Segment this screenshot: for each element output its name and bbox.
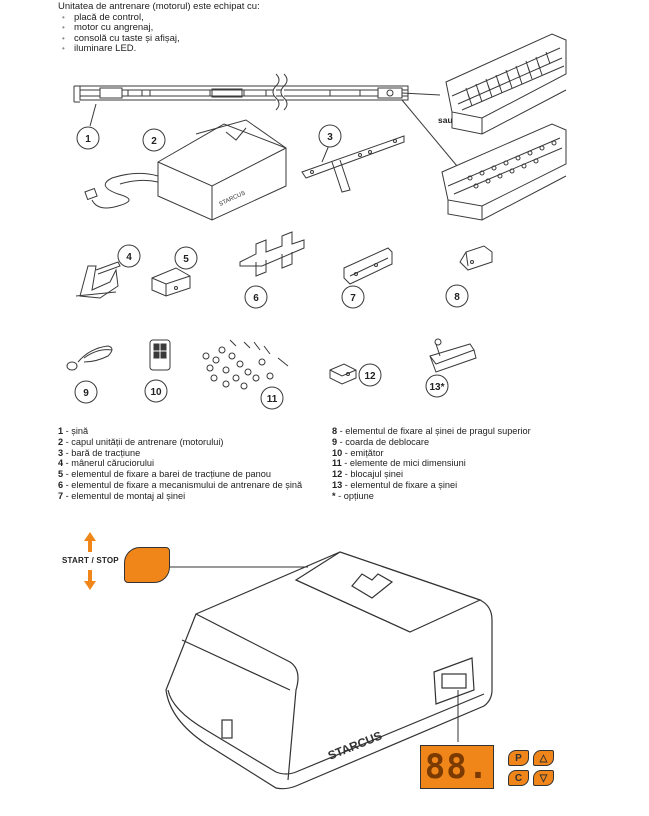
legend-item: 9 - coarda de deblocare <box>332 436 430 447</box>
down-arrow-shaft <box>88 570 92 582</box>
part-callout-11: 11 <box>260 386 284 410</box>
intro-item: iluminare LED. <box>62 44 260 55</box>
sau-label: sau <box>438 115 453 125</box>
carriage-handle <box>75 261 121 299</box>
part-callout-8: 8 <box>445 284 469 308</box>
part-callout-1: 1 <box>76 126 100 150</box>
key-p-label: P <box>515 752 522 764</box>
part-callout-9: 9 <box>74 380 98 404</box>
intro-text: Unitatea de antrenare (motorul) este ech… <box>58 1 260 55</box>
svg-text:12: 12 <box>364 371 376 382</box>
key-c-label: C <box>514 772 523 784</box>
legend-item: 3 - bară de tracțiune <box>58 447 141 458</box>
up-arrow-icon <box>84 532 96 541</box>
legend-item: 2 - capul unității de antrenare (motorul… <box>58 436 224 447</box>
svg-text:6: 6 <box>253 293 259 304</box>
svg-text:2: 2 <box>151 136 157 147</box>
motor-head-large: STARCUS <box>165 551 493 790</box>
start-stop-label: START / STOP <box>62 556 119 565</box>
panel-bracket <box>151 267 191 297</box>
part-callout-6: 6 <box>244 285 268 309</box>
svg-text:8: 8 <box>454 292 460 303</box>
legend-item: 7 - elementul de montaj al șinei <box>58 490 186 501</box>
key-p[interactable]: P <box>508 750 529 766</box>
rail-detail-belt <box>441 123 567 221</box>
up-triangle-icon: △ <box>539 752 548 764</box>
key-up[interactable]: △ <box>533 750 554 766</box>
rail-mount <box>343 247 393 285</box>
part-callout-2: 2 <box>142 128 166 152</box>
svg-text:13*: 13* <box>429 382 444 393</box>
legend-item: 4 - mânerul căruciorului <box>58 458 155 469</box>
svg-text:5: 5 <box>183 254 189 265</box>
legend-item: 8 - elementul de fixare al șinei de prag… <box>332 426 531 436</box>
part-callout-3: 3 <box>318 124 342 148</box>
part-callout-4: 4 <box>117 244 141 268</box>
release-cord <box>66 345 113 371</box>
legend-item: 13 - elementul de fixare a șinei <box>332 479 458 490</box>
key-down[interactable]: ▽ <box>533 770 554 786</box>
intro-item: placă de control, <box>62 12 260 24</box>
legend-right: 8 - elementul de fixare al șinei de prag… <box>332 426 531 502</box>
svg-text:9: 9 <box>83 388 89 399</box>
intro-list: placă de control, motor cu angrenaj, con… <box>58 12 260 55</box>
display-digits: 88. <box>424 747 490 787</box>
part-callout-5: 5 <box>174 246 198 270</box>
led-display: 88. <box>420 745 494 789</box>
legend-item: 12 - blocajul șinei <box>332 469 404 480</box>
rail-fixing <box>429 338 477 373</box>
legend-item: 10 - emițător <box>332 447 384 458</box>
down-arrow-icon <box>84 581 96 590</box>
legend-left: 1 - șină 2 - capul unității de antrenare… <box>58 426 302 502</box>
part-callout-13: 13* <box>425 374 449 398</box>
key-c[interactable]: C <box>508 770 529 786</box>
svg-text:10: 10 <box>150 387 162 398</box>
intro-heading: Unitatea de antrenare (motorul) este ech… <box>58 1 260 12</box>
svg-text:7: 7 <box>350 293 356 304</box>
remote-transmitter <box>149 339 171 371</box>
motor-head-small: STARCUS <box>84 119 287 221</box>
part-callout-12: 12 <box>358 363 382 387</box>
small-hardware <box>202 339 289 390</box>
start-stop-button[interactable] <box>124 547 170 583</box>
svg-text:3: 3 <box>327 132 333 143</box>
rail-detail-chain <box>445 33 567 135</box>
intro-item: motor cu angrenaj, <box>62 23 260 34</box>
rail-lock <box>329 363 357 385</box>
part-callout-10: 10 <box>144 379 168 403</box>
part-callout-7: 7 <box>341 285 365 309</box>
traction-bar <box>301 135 405 193</box>
legend-item: 5 - elementul de fixare a barei de tracț… <box>58 469 271 480</box>
svg-text:4: 4 <box>126 252 132 263</box>
rail-illustration <box>73 73 463 173</box>
svg-text:1: 1 <box>85 134 91 145</box>
down-triangle-icon: ▽ <box>539 772 548 784</box>
legend-item: 6 - elementul de fixare a mecanismului d… <box>58 479 303 490</box>
up-arrow-shaft <box>88 540 92 552</box>
svg-text:11: 11 <box>267 394 278 405</box>
legend-item: 1 - șină <box>58 426 89 436</box>
intro-item: consolă cu taste și afișaj, <box>62 33 260 45</box>
header-bracket <box>459 245 493 271</box>
legend-item: 11 - elemente de mici dimensiuni <box>332 458 466 469</box>
legend-item: * - opțiune <box>332 490 374 501</box>
drive-bracket <box>239 231 305 277</box>
